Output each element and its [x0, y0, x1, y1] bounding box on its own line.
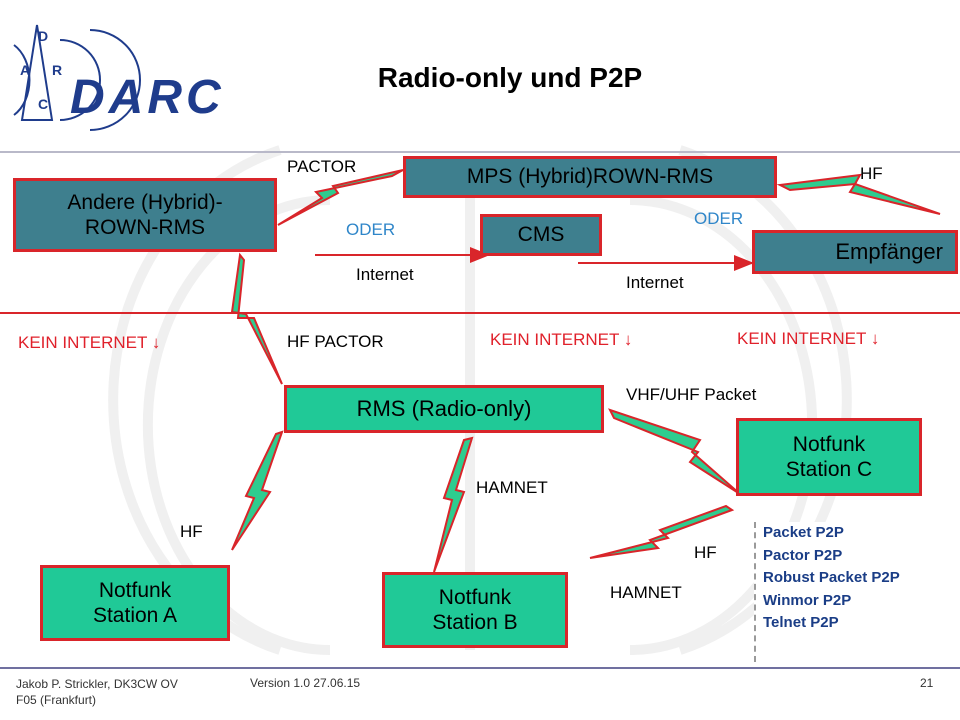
slide-title: Radio-only und P2P	[377, 62, 643, 93]
bolt-hf-left	[231, 430, 284, 551]
logo-letter-r: R	[52, 62, 63, 78]
logo-letter-a: A	[20, 62, 31, 78]
logo-letter-c: C	[38, 96, 49, 112]
bolt-hf-top	[776, 173, 941, 215]
label-hf-pactor: HF PACTOR	[287, 332, 384, 351]
box-cms: CMS	[480, 214, 602, 256]
label-hf-right: HF	[694, 543, 717, 562]
label-hamnet-mid: HAMNET	[476, 478, 548, 497]
box-andere-rms: Andere (Hybrid)- ROWN-RMS	[13, 178, 277, 252]
p2p-mode-list: Packet P2P Pactor P2P Robust Packet P2P …	[754, 522, 900, 662]
label-vhf-uhf-packet: VHF/UHF Packet	[626, 385, 757, 404]
box-station-a: Notfunk Station A	[40, 565, 230, 641]
label-internet-left: Internet	[356, 265, 414, 284]
footer-page-number: 21	[920, 676, 934, 690]
label-oder-right: ODER	[694, 209, 744, 228]
footer-version: Version 1.0 27.06.15	[250, 676, 361, 690]
p2p-item: Pactor P2P	[763, 546, 843, 564]
box-station-b: Notfunk Station B	[382, 572, 568, 648]
label-hf-left: HF	[180, 522, 203, 541]
label-hamnet-low: HAMNET	[610, 583, 682, 602]
box-mps-rms: MPS (Hybrid)ROWN-RMS	[403, 156, 777, 198]
label-kein-internet-1: KEIN INTERNET ↓	[18, 333, 161, 352]
bolt-hf-right	[589, 504, 735, 559]
label-hf-top: HF	[860, 164, 883, 183]
box-empfaenger: Empfänger	[752, 230, 958, 274]
label-oder-left: ODER	[346, 220, 396, 239]
box-station-c: Notfunk Station C	[736, 418, 922, 496]
p2p-item: Robust Packet P2P	[763, 569, 900, 586]
p2p-item: Winmor P2P	[763, 591, 852, 609]
box-rms-radio-only: RMS (Radio-only)	[284, 385, 604, 433]
bolt-hamnet	[433, 436, 474, 573]
logo-wordmark: DARC	[70, 71, 225, 124]
logo-mast	[20, 24, 54, 121]
label-kein-internet-2: KEIN INTERNET ↓	[490, 330, 633, 349]
label-pactor: PACTOR	[287, 157, 357, 176]
logo-letter-d: D	[38, 28, 49, 44]
footer-author: Jakob P. Strickler, DK3CW OV F05 (Frankf…	[16, 677, 178, 708]
p2p-item: Packet P2P	[763, 524, 844, 541]
p2p-item: Telnet P2P	[763, 614, 839, 631]
logo-arcs	[13, 29, 141, 131]
radio-links	[230, 169, 941, 573]
bolt-hf-pactor	[230, 252, 283, 385]
label-kein-internet-3: KEIN INTERNET ↓	[737, 329, 880, 348]
bolt-pactor	[277, 169, 404, 226]
label-internet-right: Internet	[626, 273, 684, 292]
darc-logo: D A R C DARC	[8, 20, 221, 130]
bolt-vhf	[608, 408, 741, 495]
